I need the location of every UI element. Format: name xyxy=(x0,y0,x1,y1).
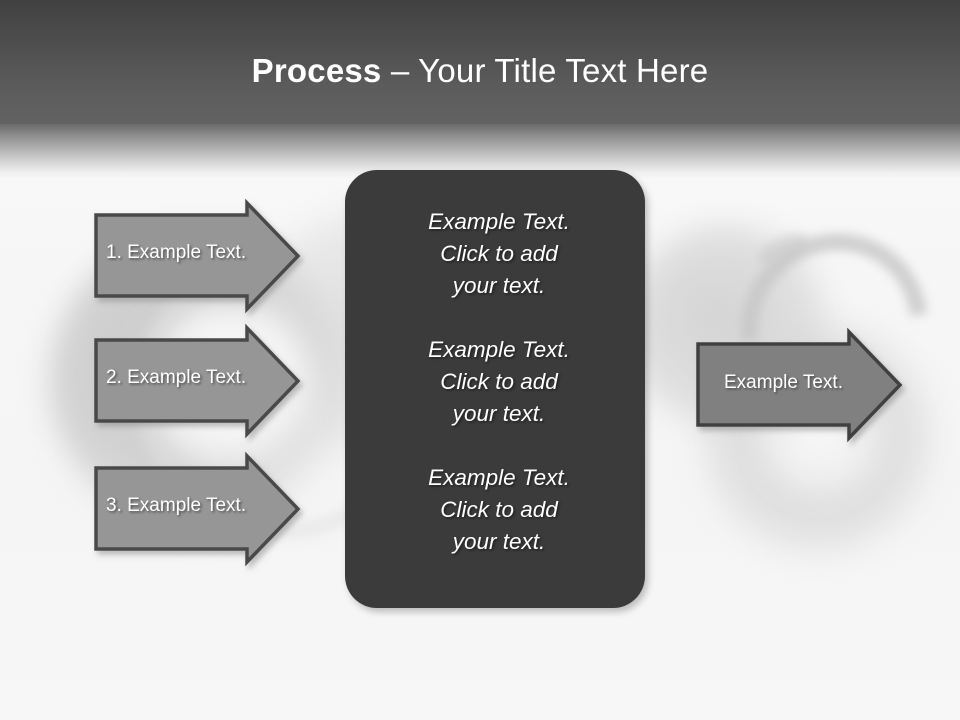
input-arrow-2-label: 2. Example Text. xyxy=(106,367,247,388)
panel-text-line: Click to add xyxy=(440,241,558,266)
panel-text-block[interactable]: Example Text. Click to add your text. xyxy=(371,206,627,302)
panel-text-line: Example Text. xyxy=(428,209,570,234)
input-arrow-1-label: 1. Example Text. xyxy=(106,242,247,263)
input-arrow-1[interactable]: 1. Example Text. xyxy=(90,198,304,314)
output-arrow-label: Example Text. xyxy=(724,372,843,393)
panel-text-line: Click to add xyxy=(440,497,558,522)
panel-text-line: your text. xyxy=(452,401,546,426)
panel-text-block[interactable]: Example Text. Click to add your text. xyxy=(371,334,627,430)
page-title-rest: – Your Title Text Here xyxy=(381,52,709,89)
panel-text-line: your text. xyxy=(452,273,546,298)
page-title-bold: Process xyxy=(251,52,382,89)
panel-text-line: your text. xyxy=(452,529,546,554)
input-arrow-3[interactable]: 3. Example Text. xyxy=(90,451,304,567)
panel-text-line: Example Text. xyxy=(428,465,570,490)
panel-text-block[interactable]: Example Text. Click to add your text. xyxy=(371,462,627,558)
process-panel-text: Example Text. Click to add your text. Ex… xyxy=(345,206,645,558)
title-bar xyxy=(0,0,960,124)
page-title: Process – Your Title Text Here xyxy=(0,52,960,90)
panel-text-line: Example Text. xyxy=(428,337,570,362)
process-panel[interactable]: Example Text. Click to add your text. Ex… xyxy=(345,170,645,608)
title-bar-fade xyxy=(0,124,960,178)
input-arrow-2[interactable]: 2. Example Text. xyxy=(90,323,304,439)
panel-text-line: Click to add xyxy=(440,369,558,394)
input-arrow-3-label: 3. Example Text. xyxy=(106,495,247,516)
output-arrow[interactable]: Example Text. xyxy=(692,327,906,443)
